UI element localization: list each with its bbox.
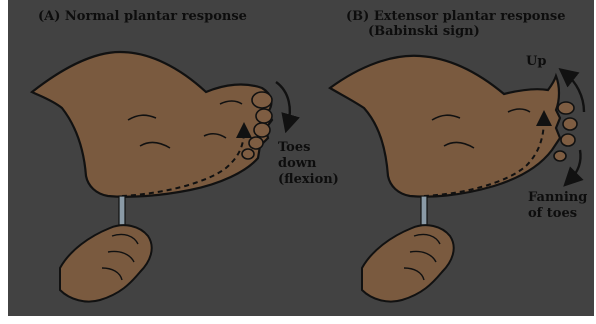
panel-b-up-label: Up <box>526 54 546 70</box>
panel-b-fanning-line-1: Fanning <box>528 190 587 206</box>
panel-b-examiner-hand <box>362 225 454 301</box>
panel-a-examiner-hand <box>60 225 152 301</box>
panel-b-subtitle: (Babinski sign) <box>368 24 480 39</box>
panel-b-fanning-annotation: Fanning of toes <box>528 190 587 222</box>
panel-b-illustration <box>330 56 584 302</box>
panel-a-annotation-line-1: Toes <box>278 140 339 156</box>
panel-a-annotation: Toes down (flexion) <box>278 140 339 188</box>
panel-a-annotation-line-2: down <box>278 156 339 172</box>
panel-b-title: (B) Extensor plantar response <box>346 9 566 24</box>
panel-a-foot <box>32 52 272 197</box>
panel-a-annotation-line-3: (flexion) <box>278 172 339 188</box>
panel-a-illustration <box>32 52 290 302</box>
panel-b-foot <box>330 56 560 197</box>
panel-a-flexion-arrow <box>276 82 290 124</box>
panel-b-fanning-line-2: of toes <box>528 206 587 222</box>
panel-b-fanning-arrow <box>570 150 581 180</box>
panel-a-title: (A) Normal plantar response <box>38 9 247 24</box>
